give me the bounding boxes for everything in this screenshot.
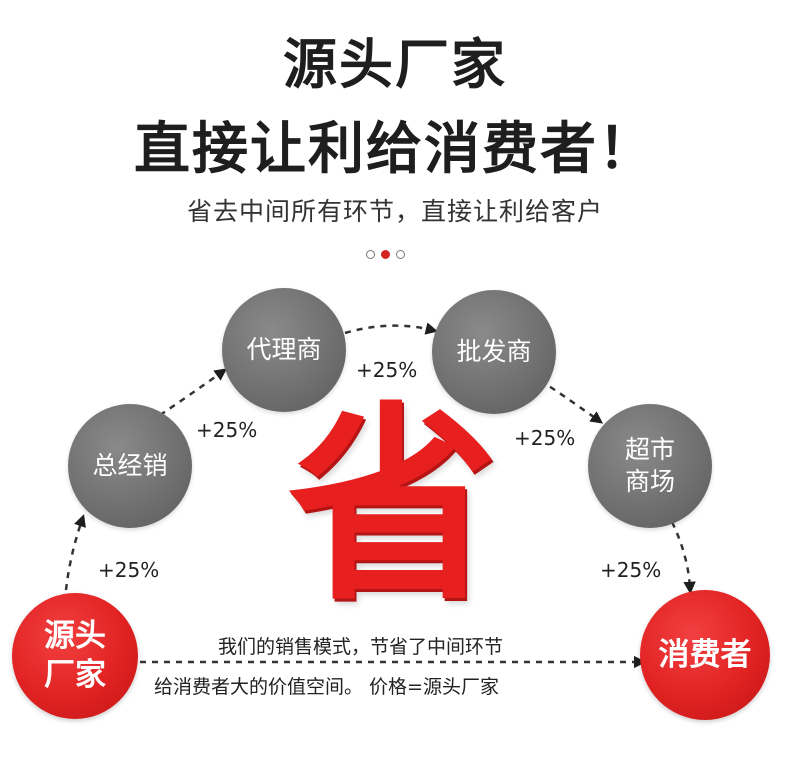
markup-label: +25% — [356, 358, 418, 382]
arrow-source-to-distributor — [64, 514, 86, 591]
node-consumer: 消费者 — [640, 590, 770, 720]
arrow-wholesaler-to-supermarket — [539, 378, 604, 424]
save-emblem: 省 — [288, 384, 499, 629]
markup-label: +25% — [98, 558, 160, 582]
carousel-dot-active[interactable] — [381, 250, 390, 259]
carousel-indicator — [366, 250, 405, 259]
carousel-dot[interactable] — [366, 250, 375, 259]
caption-line1: 我们的销售模式，节省了中间环节 — [218, 636, 504, 658]
caption-line2: 给消费者大的价值空间。 价格=源头厂家 — [154, 676, 499, 698]
markup-label: +25% — [514, 426, 576, 450]
node-source-factory: 源头 厂家 — [12, 593, 138, 719]
node-distributor: 总经销 — [68, 404, 192, 528]
markup-label: +25% — [196, 418, 258, 442]
node-supermarket: 超市 商场 — [588, 404, 712, 528]
page-subtitle: 省去中间所有环节，直接让利给客户 — [186, 197, 603, 226]
arrow-supermarket-to-consumer — [670, 521, 696, 595]
page-title: 源头厂家 — [283, 33, 507, 96]
node-wholesaler: 批发商 — [432, 290, 556, 414]
page-headline: 直接让利给消费者！ — [134, 117, 656, 182]
node-agent: 代理商 — [222, 288, 346, 412]
markup-label: +25% — [600, 558, 662, 582]
arrow-distributor-to-agent — [159, 368, 228, 417]
carousel-dot[interactable] — [396, 250, 405, 259]
arrow-agent-to-wholesaler — [344, 322, 439, 335]
